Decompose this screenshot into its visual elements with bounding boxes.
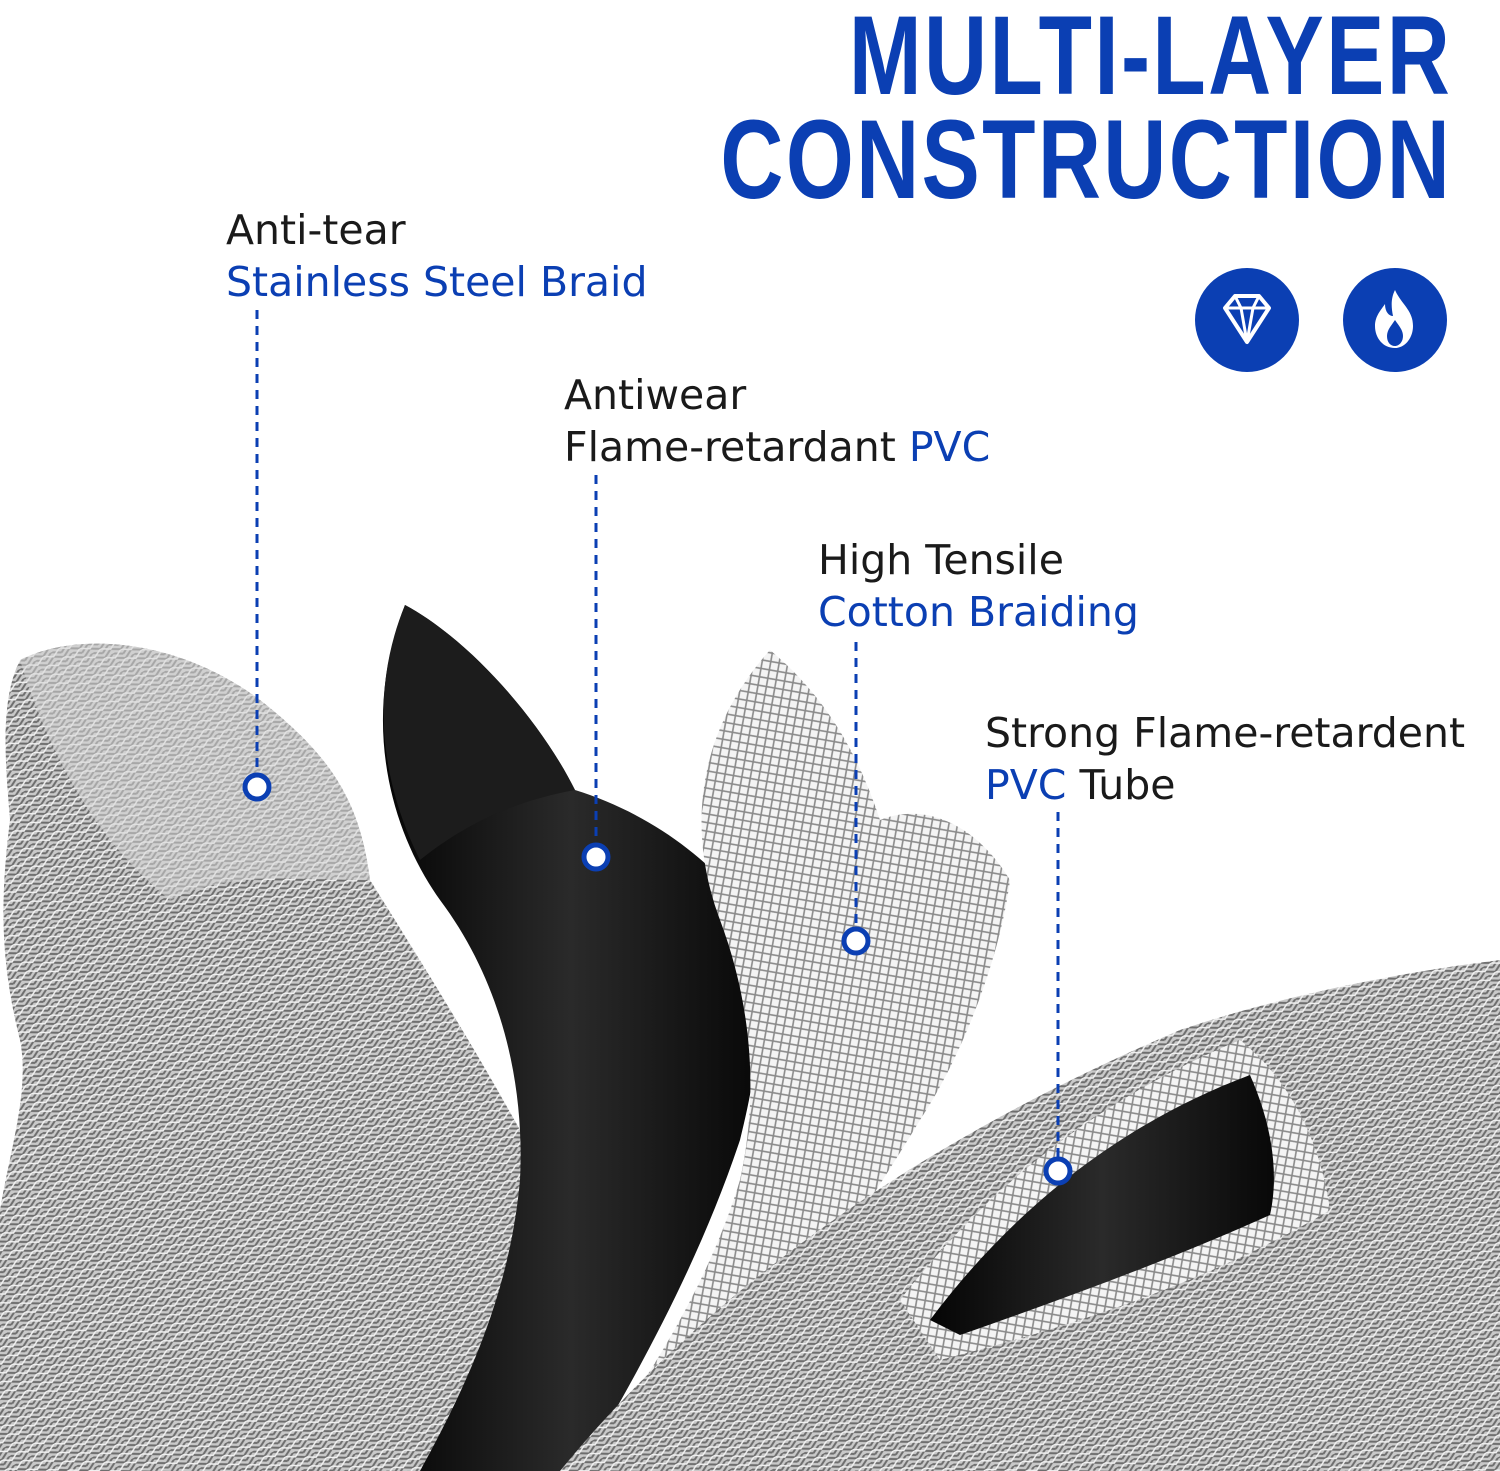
label-cotton-braid: High Tensile Cotton Braiding — [818, 534, 1139, 638]
diamond-badge — [1195, 268, 1299, 372]
label-tube-line2-plain: Tube — [1066, 761, 1176, 809]
label-pvc-tube: Strong Flame-retardent PVC Tube — [985, 707, 1465, 811]
marker-dot-tube — [1043, 1156, 1073, 1186]
label-steel-line1: Anti-tear — [226, 206, 406, 254]
label-pvc-layer: Antiwear Flame-retardant PVC — [564, 369, 990, 473]
title-line-1: MULTI-LAYER — [848, 0, 1452, 118]
label-pvc-line2-plain: Flame-retardant — [564, 423, 909, 471]
marker-dot-pvc — [581, 842, 611, 872]
pvc-inner-tube — [930, 1075, 1274, 1335]
diamond-icon — [1223, 294, 1271, 344]
label-cotton-line2: Cotton Braiding — [818, 588, 1139, 636]
label-pvc-line1: Antiwear — [564, 371, 747, 419]
label-pvc-line2-blue: PVC — [908, 423, 991, 471]
label-tube-line2-blue: PVC — [985, 761, 1067, 809]
flame-icon — [1375, 290, 1413, 348]
page-title: MULTI-LAYER CONSTRUCTION — [720, 0, 1452, 222]
title-line-2: CONSTRUCTION — [720, 97, 1452, 222]
label-cotton-line1: High Tensile — [818, 536, 1064, 584]
label-tube-line1: Strong Flame-retardent — [985, 709, 1466, 757]
flame-badge — [1343, 268, 1447, 372]
marker-dot-cotton — [841, 926, 871, 956]
label-steel-line2: Stainless Steel Braid — [226, 258, 648, 306]
label-steel-braid: Anti-tear Stainless Steel Braid — [226, 204, 647, 308]
marker-dot-steel — [242, 772, 272, 802]
cotton-braid-layer — [580, 650, 1010, 1471]
